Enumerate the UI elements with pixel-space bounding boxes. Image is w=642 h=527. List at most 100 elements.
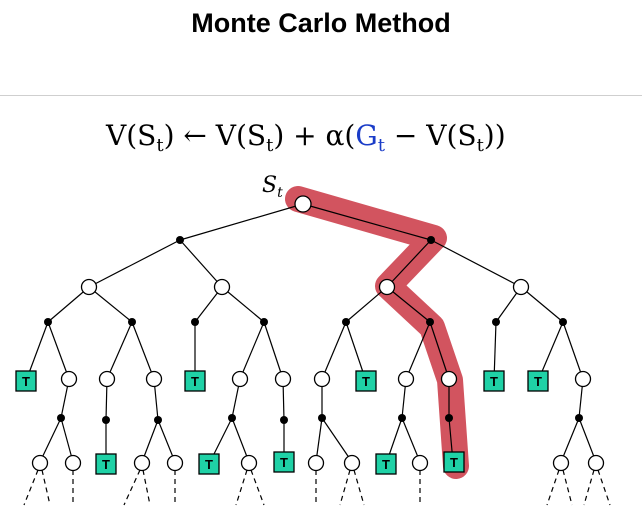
tree-edge (430, 239, 522, 288)
tree-edge (386, 239, 432, 288)
tree-edge (179, 239, 223, 288)
dashed-edge (23, 469, 39, 506)
tree-edge (106, 321, 133, 380)
state-node (313, 370, 331, 388)
state-node (552, 454, 570, 472)
svg-text:T: T (280, 455, 288, 470)
state-node (213, 278, 231, 296)
dashed-edge (235, 469, 248, 506)
tree-edge (315, 417, 323, 463)
state-node (574, 370, 592, 388)
dashed-edge (583, 469, 595, 506)
eq-sub-1: t (156, 135, 164, 156)
svg-text:T: T (450, 455, 458, 470)
action-node (191, 318, 199, 326)
action-node (228, 414, 236, 422)
tree-edge (47, 286, 90, 323)
svg-text:T: T (362, 374, 370, 389)
terminal-state: T (443, 451, 465, 473)
tree-edge (345, 286, 388, 323)
truncated-branches (23, 469, 611, 506)
terminal-state: T (273, 451, 295, 473)
state-node (274, 370, 292, 388)
tree-edge (221, 286, 265, 323)
state-node (98, 370, 116, 388)
action-node (575, 414, 583, 422)
tree-edge (578, 417, 597, 463)
eq-arrow: ← V(S (175, 119, 267, 152)
action-node (492, 318, 500, 326)
dashed-edge (142, 469, 151, 506)
dashed-edge (123, 469, 141, 506)
eq-lhs: V(S (105, 119, 156, 152)
terminal-state: T (527, 370, 549, 392)
tree-edge (239, 321, 265, 380)
tree-edge (157, 419, 176, 463)
action-node (398, 414, 406, 422)
tree-edge (401, 417, 421, 463)
state-node (166, 454, 184, 472)
eq-return-g: G (355, 119, 377, 152)
svg-text:T: T (102, 457, 110, 472)
tree-edge (179, 203, 304, 241)
root-label-main: S (262, 173, 277, 198)
action-node (57, 414, 65, 422)
action-node (44, 318, 52, 326)
tree-edge (386, 286, 431, 323)
update-equation: V(St) ← V(St) + α(Gt − V(St)) (105, 119, 506, 156)
action-node (280, 416, 288, 424)
action-nodes (44, 236, 583, 424)
action-node (445, 414, 453, 422)
dashed-edge (597, 469, 611, 506)
eq-close-1: ) (164, 119, 175, 152)
terminal-states: T T T T T T T T T T (15, 370, 549, 475)
tree-edge (321, 417, 353, 463)
state-node (512, 278, 530, 296)
state-node (145, 370, 163, 388)
sampled-episode-highlight (285, 186, 469, 479)
action-node (426, 318, 434, 326)
terminal-state: T (375, 453, 397, 475)
tree-edge (321, 321, 347, 380)
action-node (102, 416, 110, 424)
eq-sub-3: t (477, 135, 485, 156)
tree-edge (88, 286, 133, 323)
eq-sub-2: t (266, 135, 274, 156)
eq-sub-g: t (378, 135, 386, 156)
state-node (80, 278, 98, 296)
page-title: Monte Carlo Method (191, 8, 451, 38)
title-divider (0, 95, 642, 96)
action-node (318, 414, 326, 422)
tree-edge (131, 321, 155, 380)
tree-edge (560, 417, 580, 463)
tree-edge (39, 417, 62, 463)
eq-minus: − V(S (385, 119, 477, 152)
dashed-edge (546, 469, 560, 506)
action-node (427, 236, 435, 244)
action-node (128, 318, 136, 326)
tree-edge (562, 321, 584, 380)
state-node (133, 454, 151, 472)
root-state-node (294, 195, 312, 213)
state-node (587, 454, 605, 472)
tree-edge (302, 203, 432, 241)
state-node (31, 454, 49, 472)
state-node (378, 278, 396, 296)
action-node (176, 236, 184, 244)
svg-text:T: T (490, 374, 498, 389)
root-state-label: St (262, 173, 283, 201)
svg-text:T: T (22, 374, 30, 389)
tree-edge (60, 417, 74, 463)
terminal-state: T (355, 370, 377, 392)
eq-plus-alpha: + α( (284, 119, 355, 152)
dashed-edge (41, 469, 51, 506)
terminal-state: T (184, 370, 206, 392)
state-node (64, 454, 82, 472)
tree-edges (25, 203, 597, 465)
tree-edge (231, 417, 250, 463)
action-node (559, 318, 567, 326)
tree-edge (47, 321, 70, 380)
terminal-state: T (483, 370, 505, 392)
svg-text:T: T (205, 457, 213, 472)
